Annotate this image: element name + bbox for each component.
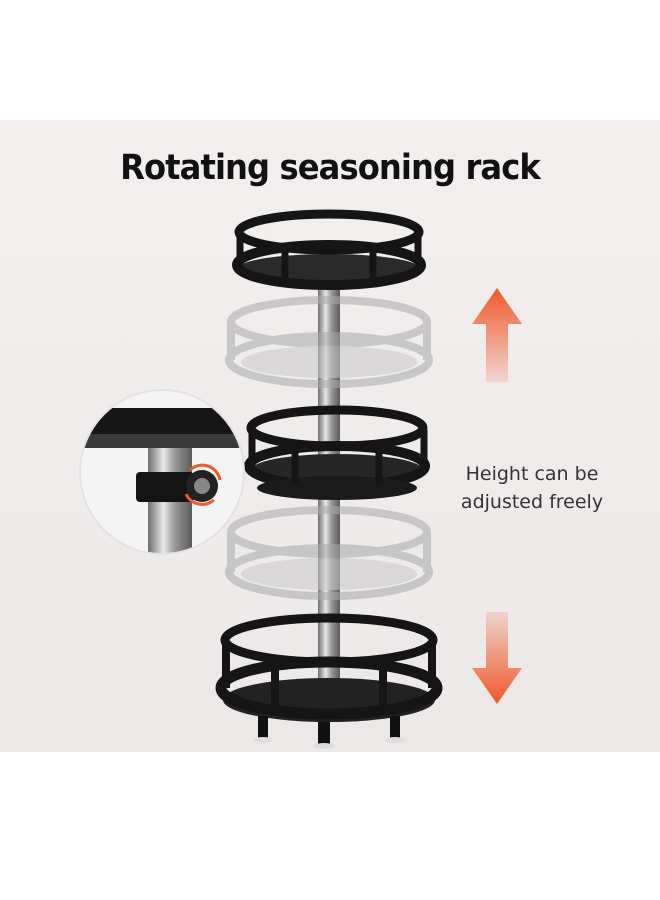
rack-tier-middle	[244, 405, 430, 500]
caption-line-2: adjusted freely	[460, 491, 604, 513]
arrow-up-icon	[472, 288, 522, 382]
ghost-tier	[225, 296, 433, 388]
page-title: Rotating seasoning rack	[120, 148, 541, 188]
caption-line-1: Height can be	[465, 463, 599, 485]
height-caption: Height can be adjusted freely	[432, 460, 632, 516]
rack-tier-top	[232, 209, 426, 290]
rotate-icon	[184, 463, 222, 506]
ghost-tier	[225, 506, 433, 600]
detail-zoom-circle	[79, 389, 245, 555]
arrow-down-icon	[472, 612, 522, 704]
rack-tier-bottom	[215, 613, 443, 749]
